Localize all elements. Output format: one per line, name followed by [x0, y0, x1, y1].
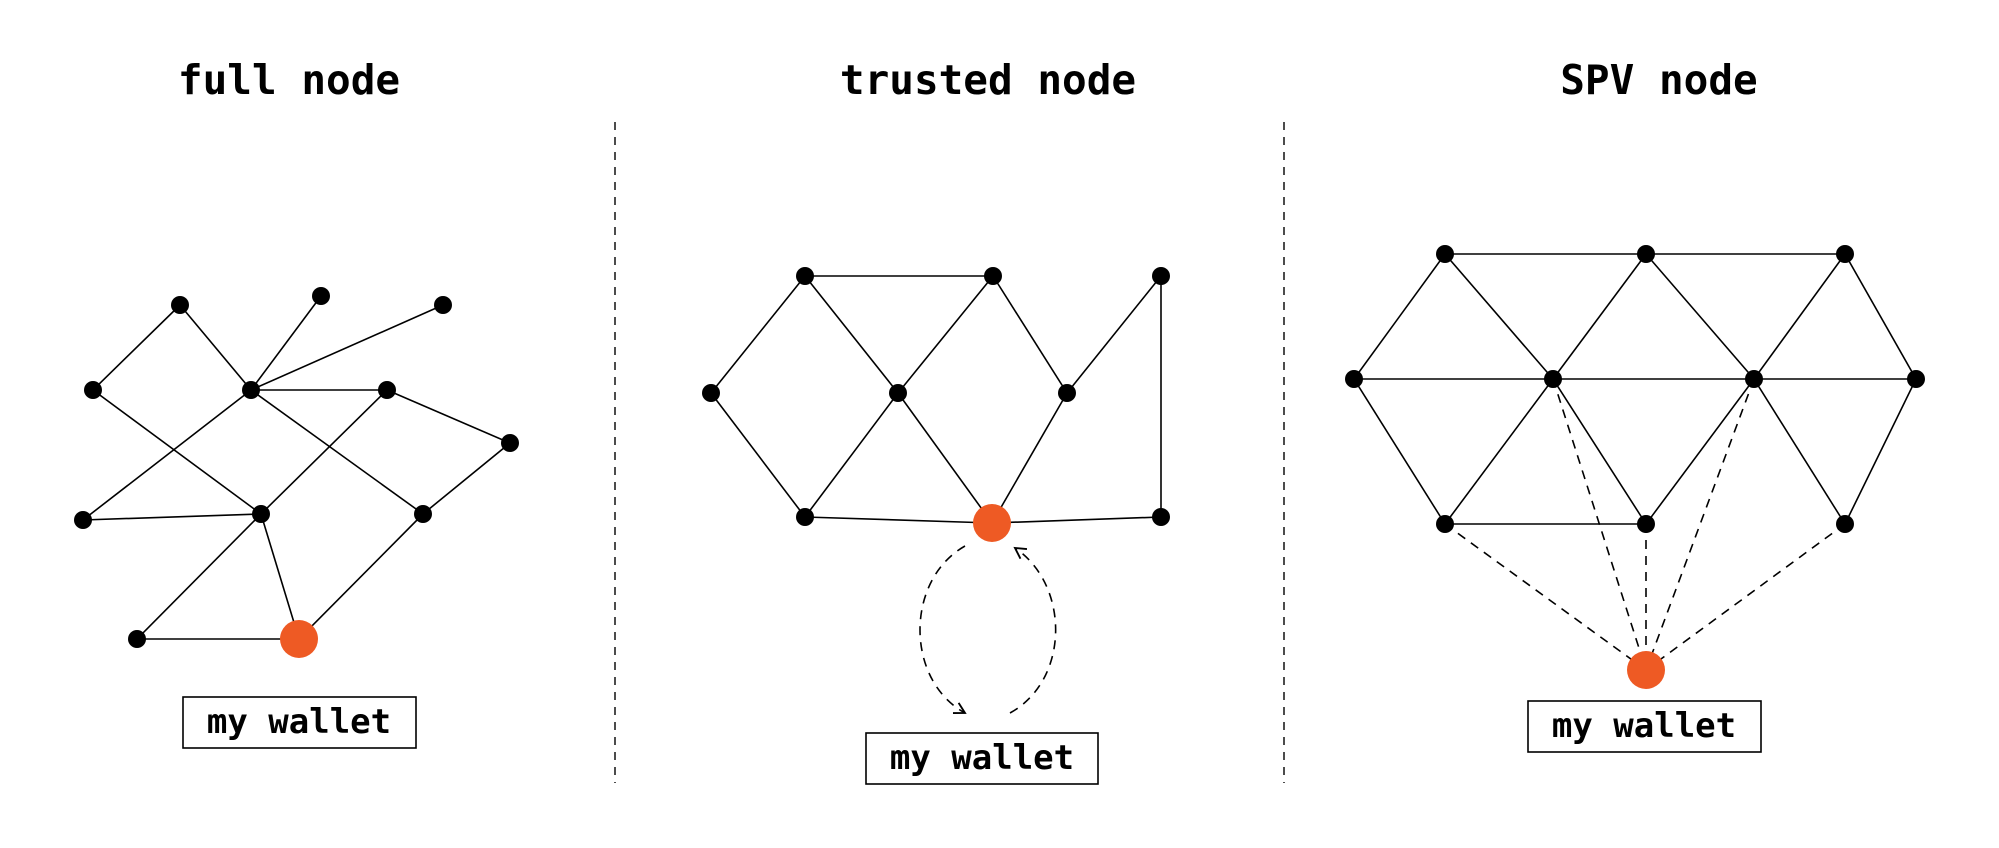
network-node: [128, 630, 146, 648]
network-edge: [1844, 378, 1917, 525]
network-edge: [1552, 253, 1647, 380]
network-node: [378, 381, 396, 399]
network-node: [1152, 508, 1170, 526]
panel-spv-node: SPV node my wallet: [1345, 56, 1925, 753]
network-edge: [386, 389, 511, 444]
network-nodes: [74, 287, 519, 658]
network-node: [702, 384, 720, 402]
network-edge: [1645, 378, 1755, 525]
network-edge: [179, 304, 252, 391]
network-node: [984, 267, 1002, 285]
network-edge: [92, 304, 181, 391]
network-node: [171, 296, 189, 314]
wallet-label-box: [1527, 700, 1762, 753]
network-edge: [250, 304, 444, 391]
network-edge: [1645, 253, 1755, 380]
network-node: [1345, 370, 1363, 388]
network-edge: [136, 513, 262, 640]
network-node: [1436, 245, 1454, 263]
network-edge: [804, 516, 993, 524]
network-edge: [82, 513, 262, 521]
network-edge: [92, 389, 262, 515]
spv-connection-edge: [1444, 523, 1647, 671]
network-node: [1907, 370, 1925, 388]
network-edge: [298, 513, 424, 640]
response-arrow: [1009, 546, 1057, 714]
network-node: [1836, 245, 1854, 263]
network-edges: [1353, 253, 1917, 671]
wallet-label-box: [182, 696, 417, 749]
network-node: [312, 287, 330, 305]
panel-title: trusted node: [840, 56, 1136, 104]
wallet-label: my wallet: [207, 702, 391, 742]
network-node: [1836, 515, 1854, 533]
network-edge: [1753, 378, 1846, 525]
network-edge: [1353, 378, 1446, 525]
network-edge: [1552, 378, 1647, 525]
network-edge: [804, 275, 899, 394]
network-nodes: [702, 267, 1170, 542]
network-node: [1544, 370, 1562, 388]
network-node: [74, 511, 92, 529]
network-edge: [1753, 253, 1846, 380]
network-edge: [991, 392, 1068, 524]
network-edge: [1444, 253, 1554, 380]
network-node: [1436, 515, 1454, 533]
network-edge: [422, 442, 511, 515]
network-node: [1637, 245, 1655, 263]
network-node: [889, 384, 907, 402]
network-node: [1745, 370, 1763, 388]
network-edge: [1353, 253, 1446, 380]
network-node: [1152, 267, 1170, 285]
network-node: [1637, 515, 1655, 533]
panel-trusted-node: trusted node my wallet: [702, 56, 1170, 785]
network-edge: [260, 513, 300, 640]
network-edge: [710, 392, 806, 518]
network-edge: [1844, 253, 1917, 380]
wallet-node: [973, 504, 1011, 542]
network-nodes: [1345, 245, 1925, 689]
network-edge: [991, 516, 1162, 524]
network-edge: [250, 295, 322, 391]
network-edge: [1444, 378, 1554, 525]
wallet-node: [280, 620, 318, 658]
spv-connection-edge: [1645, 378, 1755, 671]
network-edge: [1066, 275, 1162, 394]
network-node: [796, 267, 814, 285]
panel-title: SPV node: [1560, 56, 1757, 104]
network-node: [501, 434, 519, 452]
network-node: [84, 381, 102, 399]
network-node: [796, 508, 814, 526]
network-edge: [260, 389, 388, 515]
panel-full-node: full node my wallet: [74, 56, 519, 749]
network-edge: [897, 392, 993, 524]
network-edges: [710, 275, 1162, 524]
network-node: [414, 505, 432, 523]
network-edge: [992, 275, 1068, 394]
network-edges: [82, 295, 511, 640]
wallet-label-box: [865, 732, 1099, 785]
network-edge: [82, 389, 252, 521]
network-edge: [804, 392, 899, 518]
request-arrow: [919, 545, 967, 714]
spv-connection-edge: [1552, 378, 1647, 671]
wallet-label: my wallet: [1552, 706, 1736, 746]
network-node: [434, 296, 452, 314]
panel-title: full node: [178, 56, 400, 104]
network-node: [242, 381, 260, 399]
network-node: [1058, 384, 1076, 402]
wallet-node: [1627, 651, 1665, 689]
network-edge: [897, 275, 994, 394]
network-node: [252, 505, 270, 523]
network-edge: [710, 275, 806, 394]
network-edge: [250, 389, 424, 515]
spv-connection-edge: [1645, 523, 1846, 671]
wallet-label: my wallet: [890, 738, 1074, 778]
